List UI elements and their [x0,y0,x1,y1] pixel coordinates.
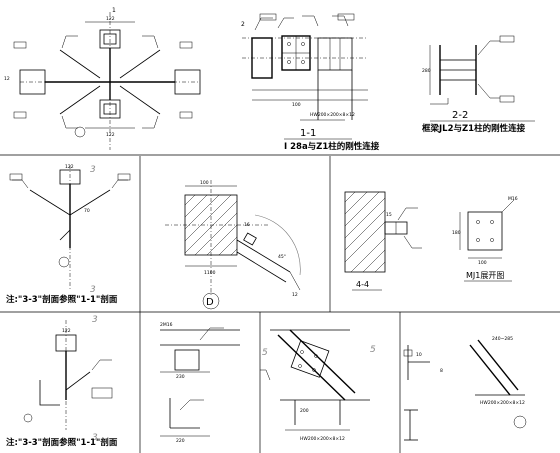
dim-15: 15 [386,212,392,218]
dim-1100: 1100 [204,270,216,276]
panel-number: 2 [241,21,245,28]
detail-bottom-left: 122 3 3 注:"3-3"剖面参照"1-1"剖面 [6,315,118,448]
detail-D: D 100 1100 45° 16 12 [165,180,301,310]
dim-100: 100 [200,180,209,186]
panel-number: 3 [92,433,98,443]
panel-number: 1 [112,7,116,14]
dim-280: 280 [422,68,431,74]
dim-100: 100 [292,102,301,108]
detail-top-left: 1 122 122 12 [4,7,201,150]
detail-4-4: 4-4 15 [344,191,422,291]
section-label-2-2: 2-2 [452,110,468,121]
dim-100: 100 [478,260,487,266]
dim-12: 12 [4,76,10,82]
detail-bottom-right: 240~285 HW200×200×8×12 10 8 [403,336,527,441]
dim-220: 220 [176,438,185,444]
dim-122: 122 [62,328,71,334]
dim-angle: 45° [278,254,286,260]
detail-mid-left: 122 70 3 3 注:"3-3"剖面参照"1-1"剖面 [6,164,131,305]
section-label-4-4: 4-4 [356,280,369,289]
title-1-1: I 28a与Z1柱的刚性连接 [284,141,380,152]
dim-16: 16 [244,222,250,228]
dim-230: 230 [176,374,185,380]
section-label-1-1: 1-1 [300,128,316,139]
dim-section: HW200×200×8×12 [480,400,525,406]
panel-number: 3 [90,285,96,295]
detail-label-D: D [206,297,214,308]
title-2-2: 框梁JL2与Z1柱的刚性连接 [422,123,526,134]
dim-122: 122 [106,132,115,138]
panel-frame [0,154,560,453]
dim-122: 122 [65,164,74,170]
detail-1-1: 2 100 HW200×200×8×12 1-1 I 28a与Z1柱的刚性连接 [241,13,380,152]
dim-200: 200 [300,408,309,414]
note-3-3: 注:"3-3"剖面参照"1-1"剖面 [6,294,118,305]
detail-2-2: 280 2-2 框梁JL2与Z1柱的刚性连接 [422,35,535,134]
note-3-3-bottom: 注:"3-3"剖面参照"1-1"剖面 [6,437,118,448]
dim-m16: M16 [508,196,518,202]
detail-bottom-mid: 5 5 HW200×200×8×12 200 [260,329,376,442]
dim-180: 180 [452,230,461,236]
panel-number: 3 [92,315,98,325]
dim-8: 8 [440,368,443,374]
detail-mj1: 180 100 M16 MJ1展开图 [452,196,518,282]
mj1-title: MJ1展开图 [466,271,504,280]
panel-number: 3 [90,165,96,175]
dim-section: HW200×200×8×12 [310,112,355,118]
dim-122: 122 [106,16,115,22]
dim-10: 10 [416,352,422,358]
dim-bolts: 2M16 [160,322,173,328]
detail-bottom-mid-left: 2M16 230 220 [160,322,240,444]
panel-number: 5 [370,345,376,355]
dim-12: 12 [292,292,298,298]
panel-number: 5 [262,348,268,358]
dim-range: 240~285 [492,336,513,342]
dim-section: HW200×200×8×12 [300,436,345,442]
dim-70: 70 [84,208,90,214]
